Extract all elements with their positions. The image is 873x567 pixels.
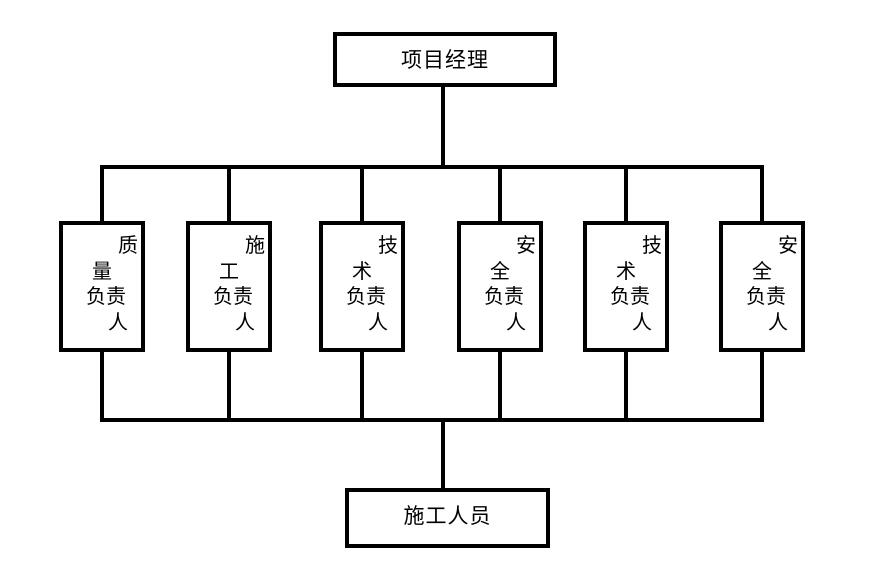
node-project-manager-label: 项目经理 (401, 48, 489, 72)
connector-upper-drop-1 (100, 165, 104, 225)
node-quality-manager-label: 质 量 负责 人 (86, 233, 138, 334)
connector-upper-drop-3 (360, 165, 364, 225)
node-safety-manager-1-label: 安 全 负责 人 (484, 233, 536, 334)
connector-lower-riser-2 (227, 348, 231, 422)
connector-lower-riser-5 (624, 348, 628, 422)
node-quality-manager[interactable]: 质 量 负责 人 (59, 221, 145, 352)
connector-lower-riser-3 (360, 348, 364, 422)
connector-bottom-stem (441, 418, 445, 492)
node-technical-manager-1-label: 技 术 负责 人 (346, 233, 398, 334)
connector-lower-riser-4 (498, 348, 502, 422)
connector-upper-drop-6 (760, 165, 764, 225)
node-technical-manager-2[interactable]: 技 术 负责 人 (583, 221, 669, 352)
node-construction-manager[interactable]: 施 工 负责 人 (186, 221, 272, 352)
connector-upper-drop-2 (227, 165, 231, 225)
connector-lower-riser-6 (760, 348, 764, 422)
connector-upper-drop-4 (498, 165, 502, 225)
node-safety-manager-2[interactable]: 安 全 负责 人 (719, 221, 805, 352)
connector-upper-drop-5 (624, 165, 628, 225)
node-construction-personnel[interactable]: 施工人员 (345, 488, 550, 548)
node-construction-manager-label: 施 工 负责 人 (213, 233, 265, 334)
connector-lower-riser-1 (100, 348, 104, 422)
connector-upper-bus (100, 165, 764, 169)
node-construction-personnel-label: 施工人员 (403, 504, 492, 528)
node-technical-manager-1[interactable]: 技 术 负责 人 (319, 221, 405, 352)
connector-lower-bus (100, 418, 764, 422)
node-safety-manager-2-label: 安 全 负责 人 (746, 233, 798, 334)
node-safety-manager-1[interactable]: 安 全 负责 人 (457, 221, 543, 352)
node-project-manager[interactable]: 项目经理 (333, 32, 557, 87)
node-technical-manager-2-label: 技 术 负责 人 (610, 233, 662, 334)
connector-top-stem (441, 87, 445, 169)
